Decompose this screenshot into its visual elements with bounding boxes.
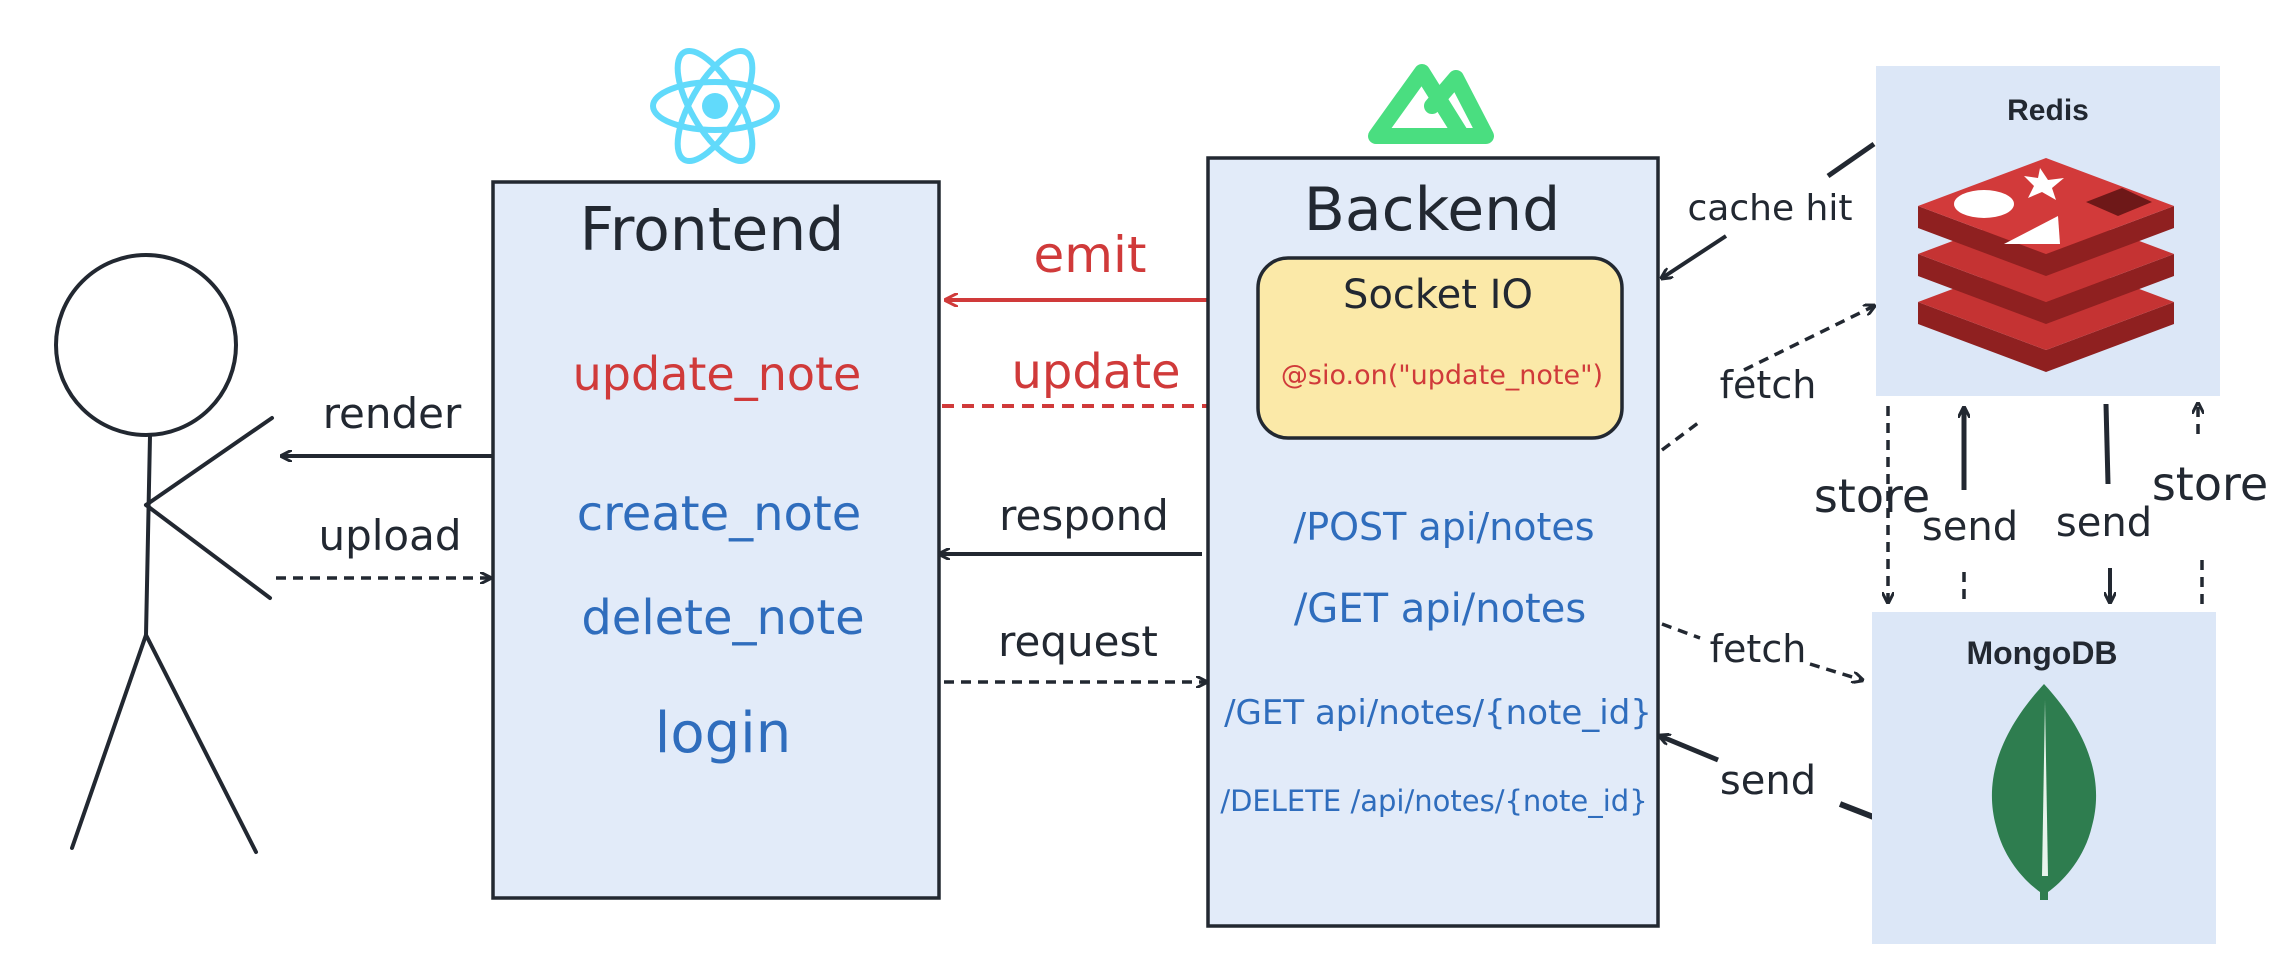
fetch-redis-arrow bbox=[1660, 306, 1874, 452]
cache-hit-label: cache hit bbox=[1688, 188, 1853, 229]
react-logo-icon bbox=[650, 47, 780, 165]
redis-title: Redis bbox=[2007, 94, 2089, 127]
backend-title: Backend bbox=[1304, 175, 1561, 245]
store-left-label: store bbox=[1814, 469, 1930, 523]
route-get-notes: /GET api/notes bbox=[1294, 586, 1586, 632]
frontend-item-login: login bbox=[655, 701, 791, 766]
frontend-box bbox=[491, 180, 941, 900]
send-up-label: send bbox=[1922, 504, 2018, 550]
send-mongo-label: send bbox=[1720, 758, 1816, 804]
route-post-notes: /POST api/notes bbox=[1293, 505, 1594, 549]
nuxt-logo-icon bbox=[1368, 64, 1494, 144]
mongodb-leaf-icon bbox=[1991, 684, 2097, 900]
frontend-item-delete-note: delete_note bbox=[581, 590, 864, 646]
frontend-item-update-note: update_note bbox=[573, 347, 862, 401]
frontend-title: Frontend bbox=[580, 195, 845, 265]
send-mongo-arrow bbox=[1660, 736, 1878, 821]
route-get-note-id: /GET api/notes/{note_id} bbox=[1224, 693, 1652, 733]
route-delete-note-id: /DELETE /api/notes/{note_id} bbox=[1220, 784, 1647, 818]
upload-label: upload bbox=[318, 511, 461, 560]
respond-label: respond bbox=[999, 491, 1169, 540]
cache-hit-arrow bbox=[1662, 141, 1876, 278]
frontend-item-create-note: create_note bbox=[577, 486, 862, 542]
fetch-mongo-arrow bbox=[1661, 622, 1862, 680]
send-down-label: send bbox=[2056, 500, 2152, 546]
request-label: request bbox=[998, 617, 1158, 666]
redis-logo-icon bbox=[1918, 158, 2174, 372]
render-label: render bbox=[323, 389, 462, 438]
update-label: update bbox=[1011, 344, 1180, 400]
socket-io-panel bbox=[1256, 256, 1624, 440]
store-right-label: store bbox=[2152, 457, 2268, 511]
fetch-redis-label: fetch bbox=[1720, 363, 1817, 407]
fetch-mongo-label: fetch bbox=[1710, 627, 1807, 671]
socket-io-handler: @sio.on("update_note") bbox=[1281, 360, 1603, 391]
socket-io-title: Socket IO bbox=[1343, 272, 1533, 318]
emit-label: emit bbox=[1034, 226, 1147, 284]
store-right-arrow bbox=[2198, 404, 2202, 604]
mongodb-title: MongoDB bbox=[1966, 635, 2117, 671]
send-down-arrow bbox=[2103, 403, 2110, 602]
user-stick-figure bbox=[54, 253, 274, 854]
